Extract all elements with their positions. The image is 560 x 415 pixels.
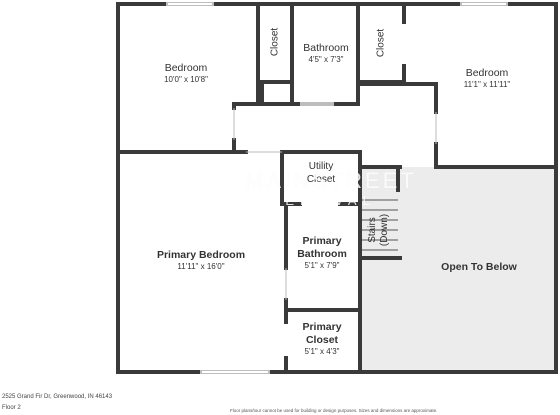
room-primary-bedroom: Primary Bedroom 11'11" x 16'0" — [157, 249, 245, 272]
watermark-logo-icon — [220, 160, 272, 212]
room-closet-a: Closet — [269, 27, 281, 57]
room-dims: 11'1" x 11'11" — [463, 80, 511, 89]
floor-label: Floor 2 — [2, 405, 21, 411]
room-stairs: Stairs (Down) — [367, 213, 390, 247]
room-open-to-below: Open To Below — [441, 261, 517, 274]
room-dims: 11'11" x 16'0" — [177, 262, 225, 271]
door-frames — [233, 108, 437, 300]
watermark-subtext: RENEWAL — [270, 193, 376, 208]
room-utility-closet: Utility Closet — [296, 160, 346, 186]
room-name: Primary Bedroom — [156, 249, 246, 261]
room-dims: 5'1" x 7'9" — [304, 261, 340, 270]
watermark-text: MAINSTREET — [245, 168, 417, 193]
room-dims: 4'5" x 7'3" — [308, 55, 344, 64]
room-name: Bedroom — [465, 67, 509, 79]
room-name: Bedroom — [164, 62, 208, 74]
room-name: Bathroom — [303, 42, 349, 54]
room-name: Primary Bathroom — [297, 235, 347, 260]
walls — [116, 2, 558, 374]
room-bedroom-right: Bedroom 11'1" x 11'11" — [464, 67, 511, 90]
room-name: Primary Closet — [302, 321, 342, 346]
room-name: Utility Closet — [306, 161, 336, 185]
room-bedroom-left: Bedroom 10'0" x 10'8" — [164, 62, 208, 85]
room-dims: 10'0" x 10'8" — [164, 75, 208, 84]
stair-treads — [362, 199, 398, 251]
room-closet-b: Closet — [375, 28, 387, 58]
open-to-below-area — [360, 167, 556, 372]
disclaimer-text: Floor plans/tour cannot be used for buil… — [230, 408, 438, 413]
room-name: Open To Below — [441, 261, 517, 273]
address-text: 2525 Grand Fir Dr, Greenwood, IN 46143 — [2, 394, 113, 400]
room-bathroom: Bathroom 4'5" x 7'3" — [303, 42, 349, 65]
room-primary-closet: Primary Closet 5'1" x 4'3" — [292, 321, 352, 357]
room-dims: 5'1" x 4'3" — [304, 347, 340, 356]
room-primary-bathroom: Primary Bathroom 5'1" x 7'9" — [290, 235, 354, 271]
window-panes — [168, 3, 506, 373]
